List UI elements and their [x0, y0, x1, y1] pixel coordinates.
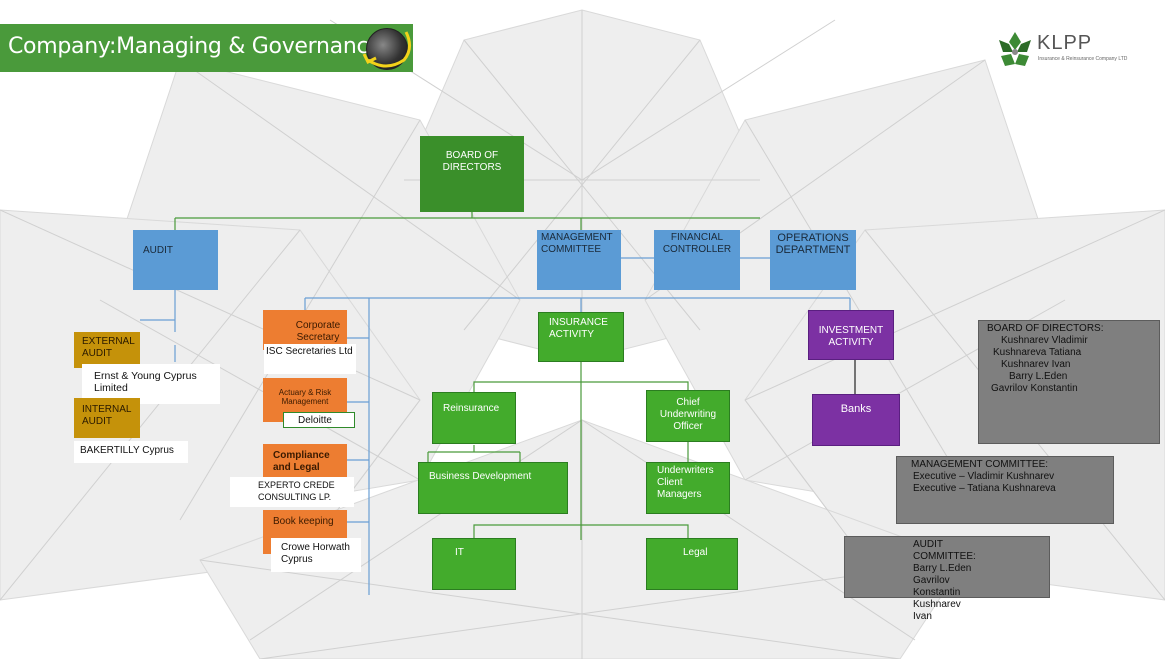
reinsurance-node: Reinsurance — [432, 392, 516, 444]
board-of-directors-label: BOARD OF DIRECTORS — [442, 150, 502, 173]
board-panel-heading: BOARD OF DIRECTORS: — [987, 323, 1104, 334]
company-logo: KLPP Insurance & Reinsurance Company LTD — [995, 30, 1135, 74]
legal-label: Legal — [683, 547, 708, 558]
audit-member: Barry L.Eden — [913, 563, 972, 574]
chief-underwriting-officer-label: Chief Underwriting Officer — [659, 397, 717, 432]
compliance-legal-label: Compliance and Legal — [273, 450, 330, 473]
insurance-activity-label: INSURANCE ACTIVITY — [549, 317, 608, 340]
banks-label: Banks — [840, 403, 872, 415]
audit-label: AUDIT — [143, 245, 173, 256]
external-audit-firm: Ernst & Young Cyprus Limited — [82, 364, 220, 404]
board-member: Barry L.Eden — [1009, 371, 1068, 382]
management-member: Executive – Vladimir Kushnarev — [913, 471, 1055, 482]
bookkeeping-label: Book keeping — [273, 516, 334, 527]
it-node: IT — [432, 538, 516, 590]
banks-node: Banks — [812, 394, 900, 446]
title-banner: Company:Managing & Governance — [0, 24, 413, 72]
business-development-label: Business Development — [429, 471, 532, 482]
logo-name: KLPP — [1037, 32, 1093, 54]
globe-arrow-icon — [362, 31, 411, 68]
underwriters-label: Underwriters Client Managers — [657, 465, 714, 500]
insurance-activity-node: INSURANCE ACTIVITY — [538, 312, 624, 362]
investment-activity-label: INVESTMENT ACTIVITY — [818, 325, 884, 348]
compliance-firm: EXPERTO CREDE CONSULTING LP. — [230, 477, 354, 507]
logo-subtitle: Insurance & Reinsurance Company LTD — [1038, 56, 1128, 62]
management-committee-label: MANAGEMENT COMMITTEE — [541, 232, 613, 255]
chief-underwriting-officer-node: Chief Underwriting Officer — [646, 390, 730, 442]
management-panel-heading: MANAGEMENT COMMITTEE: — [911, 459, 1049, 470]
board-member: Gavrilov Konstantin — [991, 383, 1078, 394]
actuary-risk-label: Actuary & Risk Management — [278, 388, 332, 406]
bookkeeping-firm: Crowe Horwath Cyprus — [271, 538, 361, 572]
operations-department-node: OPERATIONS DEPARTMENT — [770, 230, 856, 290]
audit-members-panel: AUDIT COMMITTEE: Barry L.Eden Gavrilov K… — [844, 536, 1050, 622]
board-member: Kushnarev Ivan — [1001, 359, 1071, 370]
board-of-directors-node: BOARD OF DIRECTORS — [420, 136, 524, 212]
financial-controller-label: FINANCIAL CONTROLLER — [662, 232, 732, 255]
secretary-firm: ISC Secretaries Ltd — [264, 344, 356, 374]
board-members-panel: BOARD OF DIRECTORS: Kushnarev Vladimir K… — [978, 320, 1160, 444]
operations-department-label: OPERATIONS DEPARTMENT — [775, 232, 851, 256]
page-title: Company:Managing & Governance — [8, 34, 382, 59]
external-audit-node: EXTERNAL AUDIT — [74, 332, 140, 368]
audit-member: Kushnarev Ivan — [913, 599, 961, 622]
internal-audit-label: INTERNAL AUDIT — [82, 404, 132, 427]
management-member: Executive – Tatiana Kushnareva — [913, 483, 1056, 494]
management-members-panel: MANAGEMENT COMMITTEE: Executive – Vladim… — [896, 456, 1114, 524]
underwriters-node: Underwriters Client Managers — [646, 462, 730, 514]
financial-controller-node: FINANCIAL CONTROLLER — [654, 230, 740, 290]
internal-audit-node: INTERNAL AUDIT — [74, 398, 140, 438]
it-label: IT — [455, 547, 464, 558]
external-audit-label: EXTERNAL AUDIT — [82, 336, 135, 359]
audit-node: AUDIT — [133, 230, 218, 290]
corporate-secretary-node: Corporate Secretary — [263, 310, 347, 350]
audit-panel-heading: AUDIT COMMITTEE: — [913, 539, 976, 562]
reinsurance-label: Reinsurance — [443, 403, 500, 414]
board-member: Kushnarev Vladimir — [1001, 335, 1088, 346]
corporate-secretary-label: Corporate Secretary — [295, 320, 341, 343]
actuary-firm: Deloitte — [283, 412, 355, 428]
investment-activity-node: INVESTMENT ACTIVITY — [808, 310, 894, 360]
leaf-emblem-icon — [999, 32, 1031, 66]
board-member: Kushnareva Tatiana — [993, 347, 1082, 358]
business-development-node: Business Development — [418, 462, 568, 514]
internal-audit-firm: BAKERTILLY Cyprus — [74, 441, 188, 463]
management-committee-node: MANAGEMENT COMMITTEE — [537, 230, 621, 290]
audit-member: Gavrilov Konstantin — [913, 575, 961, 598]
legal-node: Legal — [646, 538, 738, 590]
